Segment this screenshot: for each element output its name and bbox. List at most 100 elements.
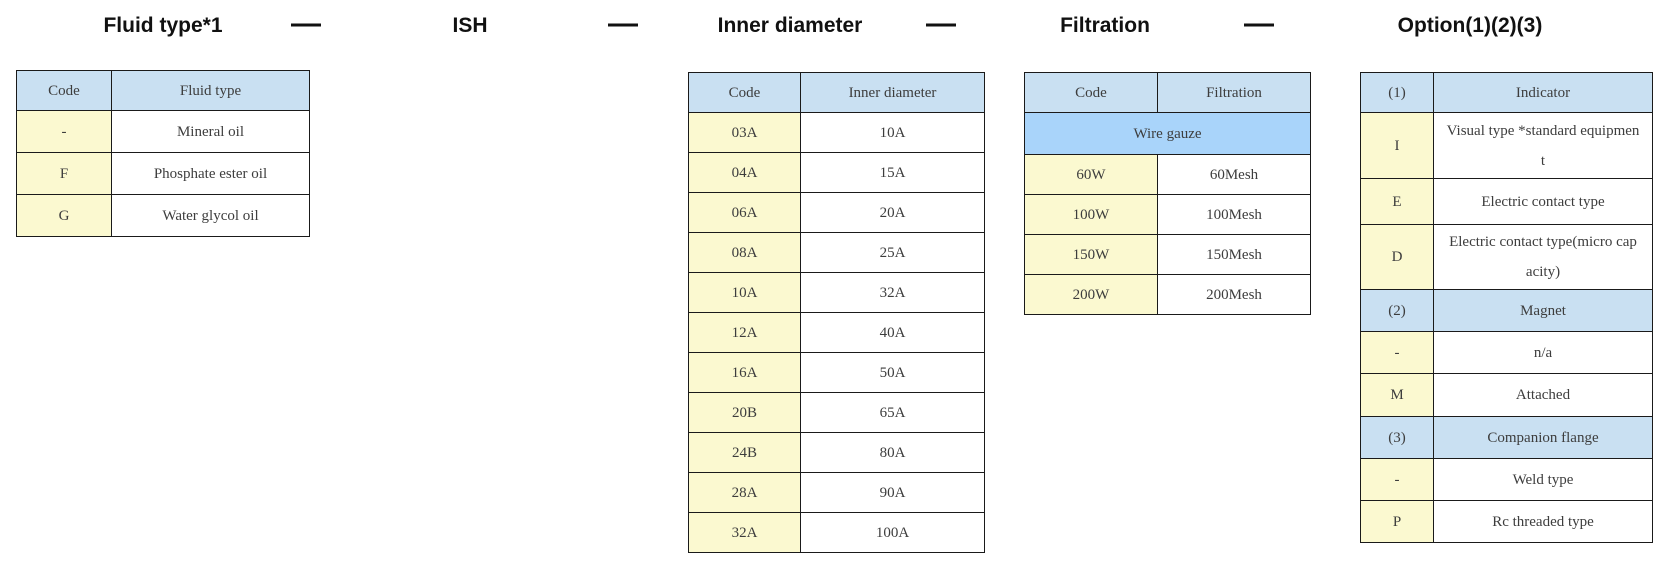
code-cell: 24B: [688, 432, 801, 473]
value-cell: Attached: [1433, 373, 1653, 417]
inner-diameter-table: Code Inner diameter 03A 10A 04A 15A 06A …: [688, 72, 985, 553]
table-row: 10A 32A: [688, 272, 985, 313]
table-row: 12A 40A: [688, 312, 985, 353]
code-cell: P: [1360, 500, 1434, 543]
table-row: M Attached: [1360, 373, 1653, 417]
value-cell: 60Mesh: [1157, 154, 1311, 195]
section-label-cell: Wire gauze: [1024, 112, 1311, 155]
value-cell: 50A: [800, 352, 985, 393]
segment-title-option: Option(1)(2)(3): [1397, 14, 1543, 37]
value-cell: 100Mesh: [1157, 194, 1311, 235]
table-row: 24B 80A: [688, 432, 985, 473]
separator-dash: —: [1244, 7, 1274, 40]
code-cell: G: [16, 194, 112, 237]
value-cell: 65A: [800, 392, 985, 433]
code-cell: 20B: [688, 392, 801, 433]
code-cell: 10A: [688, 272, 801, 313]
code-cell: 32A: [688, 512, 801, 553]
value-cell: 15A: [800, 152, 985, 193]
separator-dash: —: [291, 7, 321, 40]
value-cell: Weld type: [1433, 458, 1653, 501]
table-header-row: Code Filtration: [1024, 72, 1311, 113]
value-cell: Rc threaded type: [1433, 500, 1653, 543]
code-cell: F: [16, 152, 112, 195]
table-row: - Weld type: [1360, 458, 1653, 501]
code-cell: 150W: [1024, 234, 1158, 275]
separator-dash: —: [608, 7, 638, 40]
code-cell: I: [1360, 112, 1434, 179]
value-cell: 25A: [800, 232, 985, 273]
value-cell: 200Mesh: [1157, 274, 1311, 315]
table-row: F Phosphate ester oil: [16, 152, 310, 195]
section-header-companion-flange: (3) Companion flange: [1360, 416, 1653, 459]
code-cell: 100W: [1024, 194, 1158, 235]
code-cell: 06A: [688, 192, 801, 233]
code-cell: 08A: [688, 232, 801, 273]
code-cell: 04A: [688, 152, 801, 193]
header-cell-code: Code: [1024, 72, 1158, 113]
code-cell: E: [1360, 178, 1434, 225]
fluid-type-table: Code Fluid type - Mineral oil F Phosphat…: [16, 70, 310, 237]
code-cell: 12A: [688, 312, 801, 353]
table-row: 06A 20A: [688, 192, 985, 233]
segment-title-series-ish: ISH: [452, 14, 488, 37]
table-row: 20B 65A: [688, 392, 985, 433]
value-cell: 90A: [800, 472, 985, 513]
code-cell: 03A: [688, 112, 801, 153]
table-row: 200W 200Mesh: [1024, 274, 1311, 315]
table-header-row: Code Fluid type: [16, 70, 310, 111]
value-cell: Water glycol oil: [111, 194, 310, 237]
segment-title-filtration: Filtration: [1060, 14, 1150, 37]
value-cell: n/a: [1433, 331, 1653, 374]
table-row: 100W 100Mesh: [1024, 194, 1311, 235]
header-cell-code: Code: [16, 70, 112, 111]
table-row: I Visual type *standard equipment: [1360, 112, 1653, 179]
table-row: 16A 50A: [688, 352, 985, 393]
code-cell: -: [1360, 331, 1434, 374]
table-row: 60W 60Mesh: [1024, 154, 1311, 195]
code-cell: D: [1360, 224, 1434, 290]
section-name-cell: Companion flange: [1433, 416, 1653, 459]
segment-title-fluid-type: Fluid type*1: [103, 14, 223, 37]
section-header-magnet: (2) Magnet: [1360, 289, 1653, 332]
table-row: G Water glycol oil: [16, 194, 310, 237]
section-name-cell: Indicator: [1433, 72, 1653, 113]
table-row: - n/a: [1360, 331, 1653, 374]
code-cell: 16A: [688, 352, 801, 393]
table-row: P Rc threaded type: [1360, 500, 1653, 543]
code-cell: M: [1360, 373, 1434, 417]
header-cell-code: Code: [688, 72, 801, 113]
table-row: - Mineral oil: [16, 110, 310, 153]
value-cell: 20A: [800, 192, 985, 233]
separator-dash: —: [926, 7, 956, 40]
code-cell: -: [1360, 458, 1434, 501]
table-row: E Electric contact type: [1360, 178, 1653, 225]
section-code-cell: (1): [1360, 72, 1434, 113]
table-row: 03A 10A: [688, 112, 985, 153]
value-cell: Electric contact type(micro capacity): [1433, 224, 1653, 290]
value-cell: Mineral oil: [111, 110, 310, 153]
value-cell: Electric contact type: [1433, 178, 1653, 225]
section-header-indicator: (1) Indicator: [1360, 72, 1653, 113]
code-cell: 60W: [1024, 154, 1158, 195]
table-row: D Electric contact type(micro capacity): [1360, 224, 1653, 290]
code-cell: 200W: [1024, 274, 1158, 315]
table-row: 28A 90A: [688, 472, 985, 513]
header-cell-filtration: Filtration: [1157, 72, 1311, 113]
table-row: 08A 25A: [688, 232, 985, 273]
header-cell-fluid: Fluid type: [111, 70, 310, 111]
table-row: 150W 150Mesh: [1024, 234, 1311, 275]
section-name-cell: Magnet: [1433, 289, 1653, 332]
section-row-wire-gauze: Wire gauze: [1024, 112, 1311, 155]
option-table: (1) Indicator I Visual type *standard eq…: [1360, 72, 1653, 543]
filtration-table: Code Filtration Wire gauze 60W 60Mesh 10…: [1024, 72, 1311, 315]
segment-title-inner-diameter: Inner diameter: [717, 14, 863, 37]
table-row: 32A 100A: [688, 512, 985, 553]
value-cell: 100A: [800, 512, 985, 553]
code-cell: 28A: [688, 472, 801, 513]
header-cell-diameter: Inner diameter: [800, 72, 985, 113]
table-row: 04A 15A: [688, 152, 985, 193]
table-header-row: Code Inner diameter: [688, 72, 985, 113]
code-cell: -: [16, 110, 112, 153]
